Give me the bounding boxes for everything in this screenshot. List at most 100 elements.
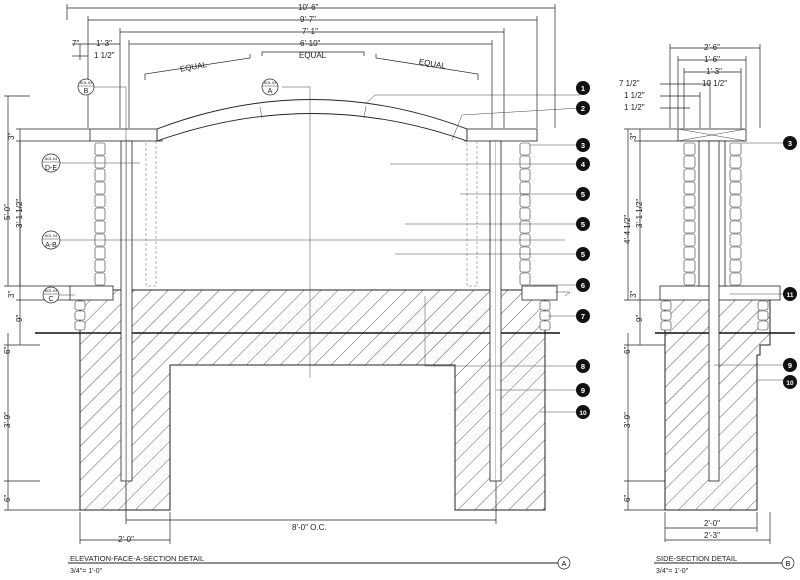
bottom-dimensions: 8'-0" O.C. 2'-0": [79, 481, 497, 544]
side-callout-3[interactable]: 3: [783, 136, 797, 150]
side-top-dimensions: 2'-6" 1'-6" 1'-3" 7 1/2" 10 1/2" 1 1/2" …: [619, 43, 761, 128]
svg-text:A01.04: A01.04: [264, 80, 277, 85]
callout-5a[interactable]: 5: [576, 187, 590, 201]
section-tag-a-b[interactable]: A01.04A-B: [41, 230, 61, 250]
dim-posts-outer: 7'-1": [302, 27, 318, 36]
svg-text:5: 5: [581, 190, 585, 199]
dim-post-offset: 1 1/2": [94, 51, 115, 60]
side-dim-offset-d: 1 1/2": [624, 103, 645, 112]
svg-text:2: 2: [581, 104, 585, 113]
callout-6[interactable]: 6: [576, 278, 590, 292]
side-dim-column: 1'-3": [706, 67, 722, 76]
callout-5c[interactable]: 5: [576, 247, 590, 261]
section-tag-c[interactable]: A01.04C: [42, 286, 60, 304]
side-title: SIDE-SECTION DETAIL: [656, 554, 737, 563]
side-dim-total-height: 4'-4 1/2": [623, 215, 632, 244]
callout-9[interactable]: 9: [576, 383, 590, 397]
dim-cap-overhang: 1'-3": [96, 39, 112, 48]
side-title-block: SIDE-SECTION DETAIL 3/4"= 1'-0" B: [654, 554, 795, 575]
side-callout-10[interactable]: 10: [783, 375, 797, 389]
elevation-view: 10'-6" 9'-7" 7'-1" 6'-10" 1'-3" 7" 1 1/2…: [3, 3, 590, 575]
left-dimensions: 5'-0" 3'-1 1/2" 3" 3" 9" 6" 3'-9" 6": [3, 95, 90, 511]
callout-1[interactable]: 1: [576, 81, 590, 95]
callout-8[interactable]: 8: [576, 359, 590, 373]
side-marker: B: [786, 561, 791, 568]
side-callout-9[interactable]: 9: [783, 358, 797, 372]
equal-label-right: EQUAL: [418, 57, 447, 71]
side-callout-markers: 3 11 9 10: [783, 136, 797, 389]
dim-cap-height: 3": [7, 133, 16, 140]
section-tag-d-e[interactable]: A01.04D-E: [41, 153, 61, 173]
side-dim-offset-c: 1 1/2": [624, 91, 645, 100]
svg-text:8: 8: [581, 362, 585, 371]
side-dim-cap-height: 3": [629, 133, 638, 140]
svg-text:5: 5: [581, 220, 585, 229]
callout-10[interactable]: 10: [576, 405, 590, 419]
arch-beam: [156, 99, 468, 142]
section-tag-a[interactable]: A01.04A: [261, 78, 279, 96]
svg-text:C: C: [48, 296, 53, 303]
dim-posts-inner: 6'-10": [300, 39, 321, 48]
elevation-title: ELEVATION-FACE-A-SECTION DETAIL: [70, 554, 204, 563]
side-dim-column-height: 3'-1 1/2": [635, 199, 644, 228]
svg-text:4: 4: [581, 160, 586, 169]
side-dim-footing-outer: 2'-3": [704, 531, 720, 540]
dim-post-spacing: 8'-0" O.C.: [292, 523, 327, 532]
callout-7[interactable]: 7: [576, 309, 590, 323]
side-left-dimensions: 4'-4 1/2" 3'-1 1/2" 3" 3" 9" 6" 3'-9" 6": [623, 128, 678, 511]
side-dim-base-cap: 3": [629, 291, 638, 298]
side-dim-footing: 3'-9": [623, 412, 632, 428]
callout-markers: 1 2 3 4 5 5 5 6 7 8 9 10: [576, 81, 590, 419]
side-section-view: 2'-6" 1'-6" 1'-3" 7 1/2" 10 1/2" 1 1/2" …: [619, 43, 797, 575]
dim-footing-bottom: 6": [3, 495, 12, 502]
callout-2[interactable]: 2: [576, 101, 590, 115]
section-tag-b[interactable]: A01.04B: [77, 78, 95, 96]
dim-ground-offset: 6": [3, 347, 12, 354]
dim-column-height: 3'-1 1/2": [15, 199, 24, 228]
svg-text:9: 9: [788, 361, 792, 370]
side-dim-bottom: 6": [623, 495, 632, 502]
side-leader-lines: [714, 142, 785, 381]
svg-text:1: 1: [581, 84, 585, 93]
dim-base-cap-height: 3": [7, 291, 16, 298]
side-scale: 3/4"= 1'-0": [656, 568, 689, 575]
svg-text:7: 7: [581, 312, 585, 321]
svg-text:3: 3: [581, 141, 585, 150]
side-dim-plinth: 9": [635, 315, 644, 322]
side-bottom-dimensions: 2'-0" 2'-3": [664, 512, 771, 544]
svg-text:A: A: [268, 88, 273, 95]
side-callout-11[interactable]: 11: [783, 287, 797, 301]
svg-text:A01.04: A01.04: [80, 80, 93, 85]
svg-text:10: 10: [786, 380, 794, 387]
dim-cap-offset: 7": [72, 39, 79, 48]
side-dim-offset-a: 7 1/2": [619, 79, 640, 88]
callout-5b[interactable]: 5: [576, 217, 590, 231]
side-stone-right: [729, 142, 769, 331]
svg-text:11: 11: [787, 292, 794, 299]
dim-plinth-height: 9": [15, 315, 24, 322]
svg-text:9: 9: [581, 386, 585, 395]
dim-footing-width: 2'-0": [118, 535, 134, 544]
dim-footing-depth: 3'-9": [3, 412, 12, 428]
svg-text:A01.04: A01.04: [45, 288, 58, 293]
svg-text:A-B: A-B: [45, 242, 57, 249]
elevation-scale: 3/4"= 1'-0": [70, 568, 103, 575]
elevation-marker: A: [562, 561, 567, 568]
svg-text:B: B: [84, 88, 89, 95]
dim-total-height: 5'-0": [3, 204, 12, 220]
side-dim-cap: 1'-6": [704, 55, 720, 64]
svg-text:3: 3: [788, 139, 792, 148]
leader-lines: [60, 86, 581, 520]
svg-text:6: 6: [581, 281, 585, 290]
svg-text:A01.04: A01.04: [45, 233, 58, 238]
equal-label-center: EQUAL: [299, 51, 327, 60]
callout-4[interactable]: 4: [576, 157, 590, 171]
callout-3[interactable]: 3: [576, 138, 590, 152]
top-cap-right: [464, 128, 538, 142]
side-dim-overall: 2'-6": [704, 43, 720, 52]
svg-text:D-E: D-E: [45, 165, 57, 172]
svg-text:A01.04: A01.04: [45, 156, 58, 161]
stone-column-left: [74, 142, 106, 331]
